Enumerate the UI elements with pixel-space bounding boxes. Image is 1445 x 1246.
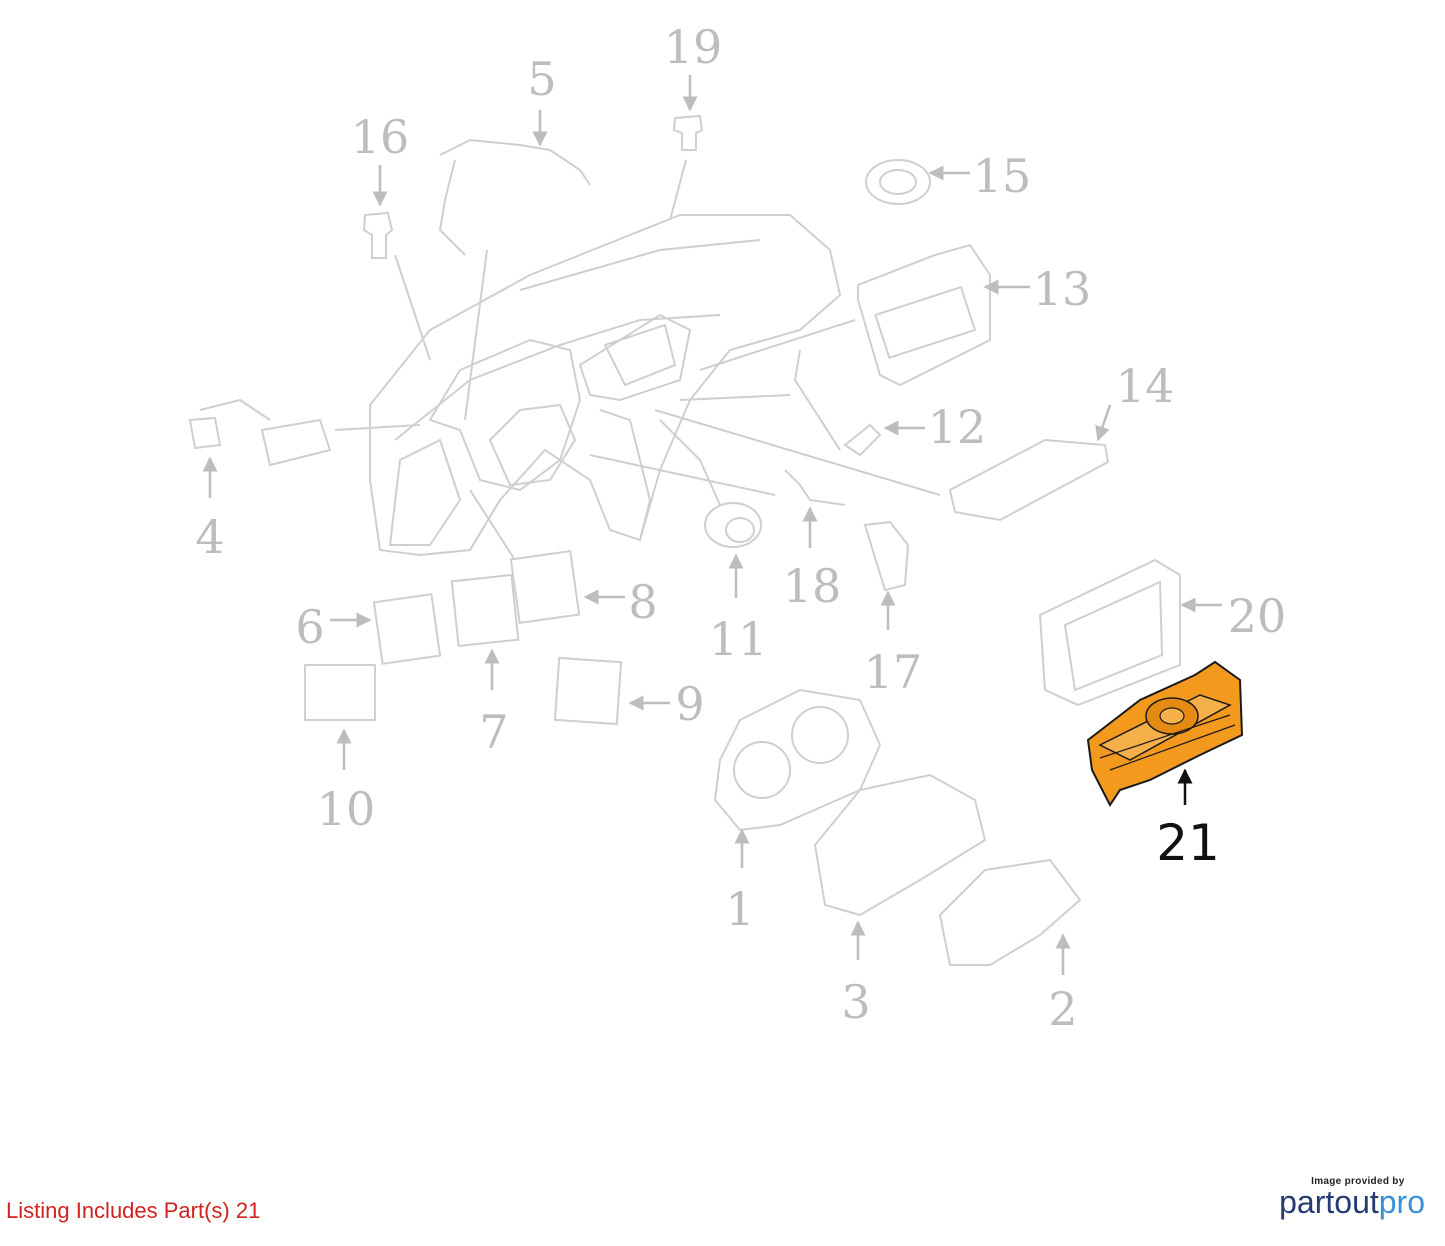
module-part-14 [948, 438, 1110, 522]
speaker-part-15 [865, 159, 931, 205]
callout-1: 1 [725, 882, 754, 936]
callout-16: 16 [351, 110, 410, 164]
harness-part-5 [439, 138, 591, 186]
partoutpro-logo: partoutpro [1279, 1185, 1425, 1219]
switch-part-7 [450, 573, 520, 648]
switch-part-8 [509, 550, 581, 624]
sensor-part-12 [843, 423, 882, 457]
callout-numbers: 1 2 3 4 5 6 7 8 9 10 11 12 13 14 15 16 1… [195, 20, 1286, 1036]
switch-part-6 [372, 593, 442, 665]
lens-part-2 [938, 858, 1082, 966]
listing-caption: Listing Includes Part(s) 21 [6, 1198, 261, 1223]
callout-17: 17 [864, 645, 923, 699]
component-sketches [188, 114, 1181, 966]
callout-7: 7 [479, 705, 508, 759]
callout-13: 13 [1033, 262, 1092, 316]
switch-part-10 [304, 664, 376, 721]
clip-part-19 [672, 114, 704, 151]
credit-text: Image provided by [1311, 1176, 1405, 1187]
control-panel-part-13 [857, 243, 991, 387]
callout-11: 11 [709, 612, 768, 666]
switch-part-4 [188, 416, 222, 450]
logo-text-pro: pro [1378, 1184, 1425, 1220]
callout-19: 19 [664, 20, 723, 74]
callout-18: 18 [783, 559, 842, 613]
highlighted-part-21 [1086, 660, 1244, 807]
callout-arrows [202, 75, 1222, 975]
logo-text-part: partout [1279, 1184, 1379, 1220]
bezel-part-3 [813, 773, 987, 917]
callout-9: 9 [675, 677, 704, 731]
image-credit: Image provided by partoutpro [1279, 1176, 1425, 1219]
ring-part-11 [704, 502, 762, 548]
hose-part-18 [784, 469, 846, 506]
callout-4: 4 [195, 510, 224, 564]
dashboard-outline [334, 159, 941, 561]
callout-20: 20 [1228, 589, 1287, 643]
cluster-part-1 [713, 688, 882, 832]
callout-5: 5 [527, 52, 556, 106]
callout-2: 2 [1048, 982, 1077, 1036]
callout-10: 10 [317, 782, 376, 836]
switch-part-9 [553, 656, 623, 726]
callout-14: 14 [1116, 359, 1175, 413]
display-part-20 [1038, 558, 1181, 707]
callout-21: 21 [1156, 814, 1220, 872]
clip-part-16 [362, 211, 394, 259]
callout-8: 8 [628, 575, 657, 629]
callout-15: 15 [973, 149, 1032, 203]
callout-12: 12 [928, 400, 987, 454]
sensor-part-17 [863, 520, 910, 592]
callout-6: 6 [295, 600, 324, 654]
callout-3: 3 [841, 975, 870, 1029]
